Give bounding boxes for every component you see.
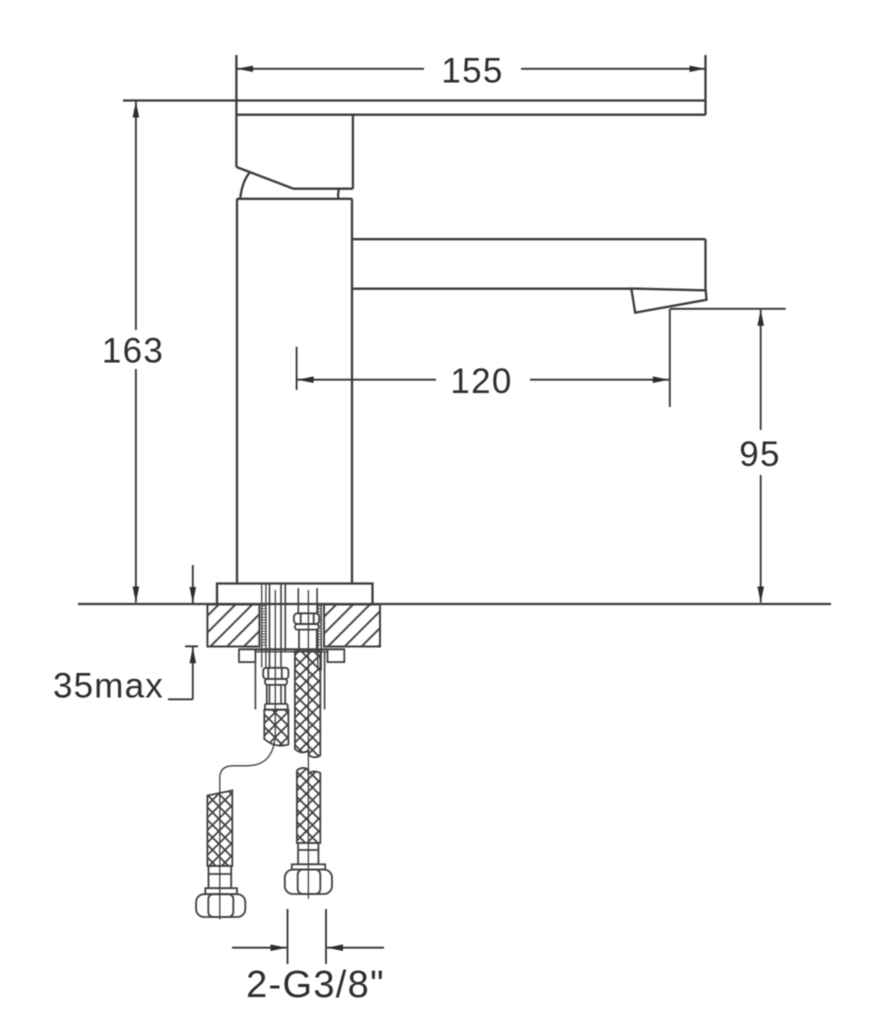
- svg-text:95: 95: [739, 435, 781, 474]
- svg-text:35max: 35max: [53, 667, 164, 706]
- svg-text:163: 163: [102, 332, 164, 371]
- svg-text:120: 120: [450, 362, 512, 401]
- svg-text:155: 155: [441, 52, 503, 91]
- svg-text:2-G3/8": 2-G3/8": [246, 964, 385, 1006]
